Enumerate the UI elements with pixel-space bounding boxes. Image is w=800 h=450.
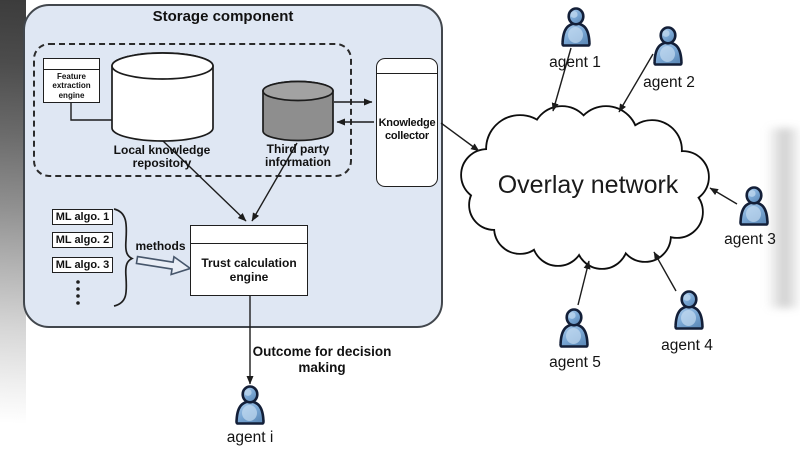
- arrow-agent3-to-cloud: [709, 187, 738, 205]
- overlay-cloud: [460, 105, 710, 270]
- arrow-agent2-to-cloud: [618, 53, 654, 113]
- third-party-cylinder: [262, 80, 334, 142]
- connector-feature-to-repo: [70, 103, 112, 121]
- agent-3-figure: [739, 186, 769, 226]
- storage-title: Storage component: [152, 8, 294, 25]
- arrow-agent4-to-cloud: [653, 251, 677, 292]
- agent-4-figure: [674, 290, 704, 330]
- knowledge-dashed-box: [33, 43, 352, 177]
- arrow-agent1-to-cloud: [551, 47, 572, 112]
- left-gradient-band: [0, 0, 26, 450]
- agent-i-figure: [235, 385, 265, 425]
- ml-brace: [113, 208, 134, 307]
- agent-5-figure: [559, 308, 589, 348]
- agent-2-figure: [653, 26, 683, 66]
- arrow-collector-to-cloud: [440, 122, 480, 152]
- local-repo-cylinder: [111, 52, 214, 142]
- right-edge-shadow: [766, 128, 800, 308]
- agent-1-figure: [561, 7, 591, 47]
- arrow-thirdparty-to-trust: [251, 142, 298, 222]
- methods-arrow: [135, 255, 193, 276]
- ml-ellipsis-dots: [76, 280, 80, 305]
- arrow-agent5-to-cloud: [577, 260, 591, 306]
- arrow-repo-to-trust: [162, 140, 247, 222]
